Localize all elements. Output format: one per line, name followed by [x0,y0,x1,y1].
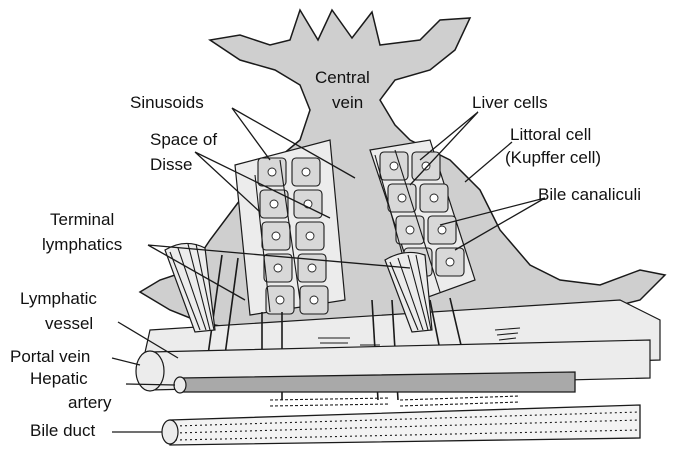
hepatocyte-nucleus [310,296,318,304]
central-vein-label-1: Central [315,68,370,87]
hepatic-artery-label-2: artery [68,393,112,412]
portal-vein-label: Portal vein [10,347,90,366]
bile-duct-label: Bile duct [30,421,95,440]
hepatocyte-nucleus [306,232,314,240]
terminal-lymphatics-label-1: Terminal [50,210,114,229]
lymphatic-vessel-label-1: Lymphatic [20,289,97,308]
space-of-disse-label-2: Disse [150,155,193,174]
hepatocyte-nucleus [308,264,316,272]
hepatocyte-nucleus [422,162,430,170]
hepatocyte-nucleus [274,264,282,272]
littoral-cell-label-2: (Kupffer cell) [505,148,601,167]
terminal-lymphatics-label-2: lymphatics [42,235,122,254]
central-vein-label-2: vein [332,93,363,112]
bile-ductule [400,396,520,406]
hepatocyte-nucleus [390,162,398,170]
hepatocyte-nucleus [430,194,438,202]
hepatocyte-nucleus [406,226,414,234]
space-of-disse-label-1: Space of [150,130,217,149]
hepatocyte-nucleus [276,296,284,304]
liver-cells-label: Liver cells [472,93,548,112]
bile-canaliculi-label: Bile canaliculi [538,185,641,204]
hepatocyte-nucleus [268,168,276,176]
sinusoids-label: Sinusoids [130,93,204,112]
hepatic-artery-label-1: Hepatic [30,369,88,388]
littoral-cell-label-1: Littoral cell [510,125,591,144]
portal-vein-leader [112,358,140,365]
bile-duct [162,405,640,445]
hepatocyte-nucleus [398,194,406,202]
hepatocyte-nucleus [270,200,278,208]
hepatocyte-nucleus [302,168,310,176]
bile-ductule [270,398,390,406]
hepatocyte-nucleus [446,258,454,266]
lymphatic-vessel-label-2: vessel [45,314,93,333]
hepatocyte-nucleus [272,232,280,240]
hepatocyte-nucleus [438,226,446,234]
